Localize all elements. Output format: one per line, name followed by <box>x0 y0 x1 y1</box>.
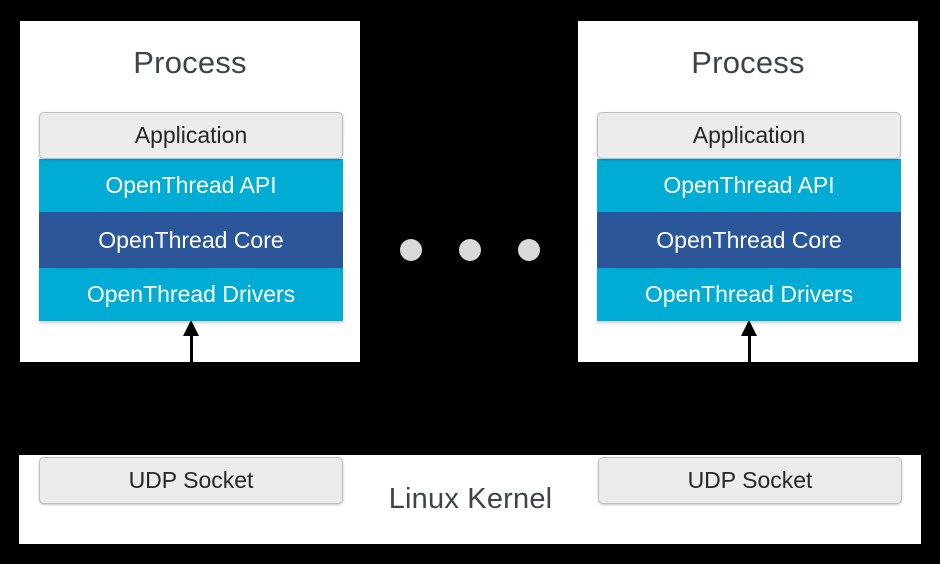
layer-application-left: Application <box>39 112 343 159</box>
udp-socket-box-left: UDP Socket <box>39 457 343 504</box>
arrow-head-right <box>741 320 757 336</box>
up-arrow-icon-left <box>180 320 202 362</box>
arrow-shaft-left <box>190 332 193 362</box>
layer-openthread-core-right: OpenThread Core <box>597 212 901 268</box>
ellipsis-dot-icon-1 <box>400 239 422 261</box>
layer-openthread-api-right: OpenThread API <box>597 159 901 212</box>
process-title-right: Process <box>691 45 805 80</box>
arrow-head-left <box>183 320 199 336</box>
layer-openthread-drivers-right: OpenThread Drivers <box>597 268 901 321</box>
layer-openthread-api-left: OpenThread API <box>39 159 343 212</box>
openthread-stack-right: Application OpenThread API OpenThread Co… <box>597 112 901 321</box>
layer-openthread-drivers-left: OpenThread Drivers <box>39 268 343 321</box>
linux-kernel-bar: UDP Socket Linux Kernel UDP Socket <box>19 455 921 544</box>
up-arrow-icon-right <box>738 320 760 362</box>
layer-openthread-core-left: OpenThread Core <box>39 212 343 268</box>
ellipsis-dots <box>400 239 540 263</box>
process-card-left: Process Application OpenThread API OpenT… <box>20 21 360 362</box>
linux-kernel-label: Linux Kernel <box>388 483 553 515</box>
layer-application-right: Application <box>597 112 901 159</box>
udp-socket-box-right: UDP Socket <box>598 457 902 504</box>
openthread-stack-left: Application OpenThread API OpenThread Co… <box>39 112 343 321</box>
arrow-shaft-right <box>748 332 751 362</box>
process-card-right: Process Application OpenThread API OpenT… <box>578 21 918 362</box>
ellipsis-dot-icon-2 <box>459 239 481 261</box>
ellipsis-dot-icon-3 <box>518 239 540 261</box>
process-title-left: Process <box>133 45 247 80</box>
